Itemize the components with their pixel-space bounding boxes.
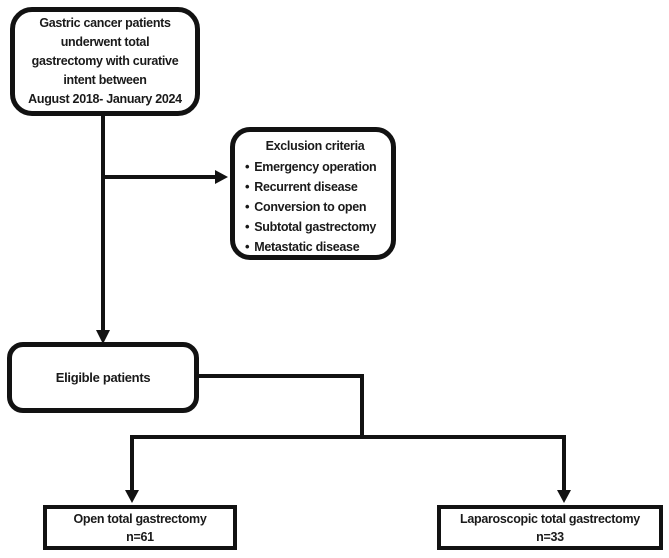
bullet-icon: • bbox=[245, 199, 250, 214]
node-source-population: Gastric cancer patients underwent total … bbox=[10, 7, 200, 116]
exclusion-item-label: Emergency operation bbox=[254, 160, 377, 174]
laparoscopic-group-label: Laparoscopic total gastrectomy bbox=[460, 511, 640, 526]
exclusion-item-label: Subtotal gastrectomy bbox=[254, 220, 377, 234]
open-group-label: Open total gastrectomy bbox=[73, 511, 207, 526]
bullet-icon: • bbox=[245, 179, 250, 194]
exclusion-criteria-title: Exclusion criteria bbox=[265, 139, 365, 153]
node-open-total-gastrectomy: Open total gastrectomy n=61 bbox=[43, 505, 237, 550]
arrowhead-right-exclusion-icon bbox=[215, 170, 228, 184]
node-exclusion-criteria: Exclusion criteria • Emergency operation… bbox=[230, 127, 396, 260]
exclusion-item: • Conversion to open bbox=[245, 197, 385, 217]
open-group-count: n=61 bbox=[126, 529, 154, 544]
exclusion-item: • Recurrent disease bbox=[245, 177, 385, 197]
source-population-text: Gastric cancer patients underwent total … bbox=[28, 16, 182, 106]
bullet-icon: • bbox=[245, 159, 250, 174]
exclusion-item-label: Conversion to open bbox=[254, 200, 367, 214]
arrowhead-down-open-icon bbox=[125, 490, 139, 503]
exclusion-item: • Metastatic disease bbox=[245, 237, 385, 257]
eligible-patients-label: Eligible patients bbox=[55, 370, 151, 385]
exclusion-item-label: Recurrent disease bbox=[254, 180, 358, 194]
node-laparoscopic-total-gastrectomy: Laparoscopic total gastrectomy n=33 bbox=[437, 505, 663, 550]
bullet-icon: • bbox=[245, 239, 250, 254]
eligible-split-elbow-line bbox=[197, 374, 364, 437]
exclusion-criteria-list: • Emergency operation • Recurrent diseas… bbox=[245, 157, 385, 257]
arrowhead-down-eligible-icon bbox=[96, 330, 110, 344]
bullet-icon: • bbox=[245, 219, 250, 234]
arrowhead-down-laparoscopic-icon bbox=[557, 490, 571, 503]
exclusion-item: • Subtotal gastrectomy bbox=[245, 217, 385, 237]
node-eligible-patients: Eligible patients bbox=[7, 342, 199, 413]
laparoscopic-group-count: n=33 bbox=[536, 529, 564, 544]
exclusion-item: • Emergency operation bbox=[245, 157, 385, 177]
exclusion-item-label: Metastatic disease bbox=[254, 240, 360, 254]
